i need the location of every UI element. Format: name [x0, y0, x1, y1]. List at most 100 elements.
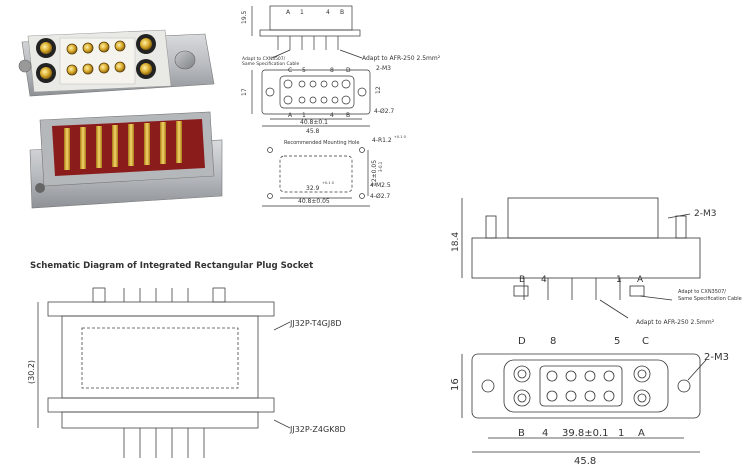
large-side-letter: A: [637, 275, 644, 285]
small-contact: [341, 79, 351, 89]
small-adapter-callout: Adapt to AFR-250 2.5mm²: [362, 55, 441, 62]
mount-side-height: 12±0.05: [371, 160, 378, 186]
signal-contact: [98, 41, 110, 53]
small-top-letter: 5: [302, 67, 306, 74]
large-front-text: D 8 5 C 2-M3 16 B 4 39.8±0.1 1 A 45.8: [450, 336, 729, 467]
schematic-title: Schematic Diagram of Integrated Rectangu…: [30, 261, 313, 271]
small-front-inner-height: 12: [375, 86, 382, 94]
small-front-insert: [279, 75, 355, 109]
small-contact: [298, 96, 306, 104]
large-side-letter: 1: [616, 275, 622, 285]
large-power-contact-inner: [637, 393, 647, 403]
leader-line: [687, 359, 707, 381]
small-bottom-letter: B: [346, 112, 350, 119]
large-front-bottom-letter: 4: [542, 428, 548, 439]
small-contact: [320, 96, 328, 104]
large-side-body: [507, 197, 659, 239]
large-side-screw-left: [485, 215, 497, 239]
large-front-bottom-letter: B: [518, 428, 525, 439]
signal-contact: [82, 42, 94, 54]
small-top-letter: D: [346, 67, 351, 74]
gold-contact: [176, 121, 182, 163]
mount-m25: 4-M2.5: [370, 182, 391, 189]
small-drawing-text: 19.5 A 1 4 B Adapt to AFR-250 2.5mm² Ada…: [241, 9, 441, 205]
large-side-term-left: [513, 285, 529, 297]
mount-boss-right: [174, 50, 196, 70]
small-side-flange: [259, 29, 361, 37]
signal-contact: [66, 43, 78, 55]
photo-connector-front: [18, 29, 215, 97]
mount-outer-width: 40.8±0.05: [298, 198, 330, 205]
large-front-flange: [471, 353, 701, 419]
large-power-contact: [633, 365, 651, 383]
small-contact: [320, 80, 328, 88]
small-contact: [341, 95, 351, 105]
large-power-contact: [633, 389, 651, 407]
large-side-text: 18.4 2-M3 B 4 1 A Adapt to CXN3507/ Same…: [451, 209, 742, 326]
large-side-flange: [471, 237, 701, 279]
large-power-contact: [513, 389, 531, 407]
schematic-screw-left-top: [92, 287, 106, 303]
small-contact: [298, 80, 306, 88]
large-front-height: 16: [450, 378, 461, 391]
leader-line: [273, 419, 291, 429]
large-front-hole-right: [677, 379, 691, 393]
mount-cutout: [279, 155, 353, 193]
small-cable-callout-2: Same Specification Cable: [242, 61, 300, 67]
large-signal-contact: [565, 370, 577, 382]
small-contact: [283, 95, 293, 105]
large-side-cable-1: Adapt to CXN3507/: [678, 289, 726, 295]
leader-line: [639, 295, 673, 301]
large-front-top-letter: C: [642, 336, 649, 347]
large-front-hole-left: [481, 379, 495, 393]
signal-contact: [114, 61, 126, 73]
large-front-center-width: 39.8±0.1: [562, 428, 609, 439]
mount-inner-tol: +0.1 0: [322, 181, 334, 185]
large-side-height: 18.4: [451, 232, 461, 252]
mount-radius-tol: +0.1 0: [394, 135, 406, 139]
large-front-bottom-letter: A: [638, 428, 645, 439]
mount-hole: [267, 193, 273, 199]
large-power-contact: [513, 365, 531, 383]
leader-line: [271, 49, 291, 59]
schematic-left-dim: (30.2): [27, 360, 36, 384]
large-front-insert: [503, 359, 669, 413]
signal-contact: [66, 64, 78, 76]
small-front-height: 17: [241, 88, 248, 96]
large-side-letter: B: [519, 275, 525, 285]
gold-contact: [160, 122, 166, 164]
small-bottom-letter: A: [288, 112, 293, 119]
small-side-letter: 4: [326, 9, 330, 16]
signal-contact: [98, 62, 110, 74]
leader-line: [599, 299, 629, 319]
gold-contact: [112, 125, 118, 167]
schematic-screw-right-top: [212, 287, 226, 303]
large-signal-contact: [603, 370, 615, 382]
large-side-term-right: [629, 285, 645, 297]
large-side-screw-right: [675, 215, 687, 239]
mount-radius: 4-R1.2: [372, 137, 392, 144]
power-contact-4-pin: [140, 63, 152, 75]
small-center-width: 40.8±0.1: [300, 119, 328, 126]
schematic-top-flange: [47, 301, 275, 317]
small-drawing: [251, 5, 371, 207]
power-contact-1-pin: [40, 42, 52, 54]
mount-inner-width: 32.9: [306, 185, 320, 192]
power-contact-2-pin: [40, 67, 52, 79]
small-front-hole-right: [357, 87, 367, 97]
large-front-hole-note: 2-M3: [704, 352, 729, 363]
mount-hole-dia: 4-Ø2.7: [370, 193, 390, 200]
large-signal-contact: [603, 390, 615, 402]
gold-contact: [128, 124, 134, 166]
small-contact: [309, 80, 317, 88]
small-cable-callout-1: Adapt to CXN3507/: [242, 56, 286, 62]
small-side-letter: 1: [300, 9, 304, 16]
small-contact: [331, 80, 339, 88]
large-power-contact-inner: [517, 393, 527, 403]
mount-hole: [267, 147, 273, 153]
gold-contact: [64, 128, 70, 170]
schematic-foot: [61, 411, 259, 429]
large-front-bottom-letter: 1: [618, 428, 624, 439]
schematic-bottom-flange: [47, 397, 275, 413]
